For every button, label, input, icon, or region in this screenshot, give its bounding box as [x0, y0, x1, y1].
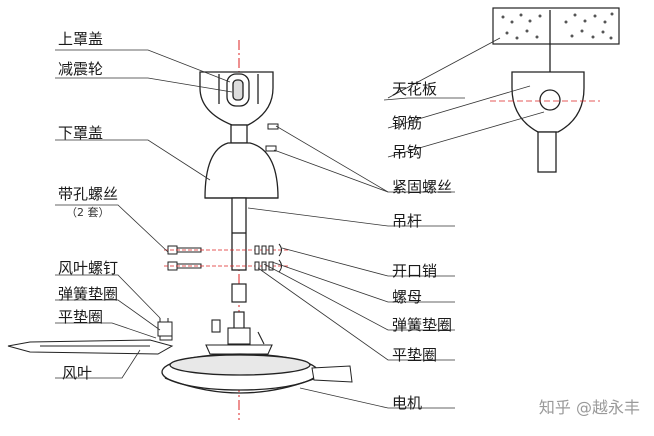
label-blade: 风叶 — [62, 364, 93, 382]
rod-fasteners — [254, 243, 282, 273]
label-ceiling: 天花板 — [392, 80, 438, 98]
label-shock-wheel: 减震轮 — [58, 60, 104, 78]
label-motor: 电机 — [392, 394, 423, 412]
label-cotter-pin: 开口销 — [392, 262, 438, 280]
label-nut: 螺母 — [392, 288, 423, 306]
label-hook: 吊钩 — [392, 143, 423, 161]
watermark: 知乎 @越永丰 — [538, 398, 640, 417]
label-flat-washer-right: 平垫圈 — [392, 346, 438, 364]
motor — [161, 353, 319, 394]
label-rebar: 钢筋 — [392, 114, 423, 132]
label-spring-washer-right: 弹簧垫圈 — [392, 316, 453, 334]
label-lower-canopy: 下罩盖 — [58, 124, 104, 142]
label-down-rod: 吊杆 — [392, 212, 423, 230]
lower-canopy — [204, 142, 279, 199]
label-hole-bolt-qty: （2 套） — [66, 206, 110, 219]
label-hole-bolt: 带孔螺丝 — [58, 185, 119, 203]
hook-canopy — [511, 71, 585, 173]
set-screws — [265, 123, 279, 152]
blade-left — [7, 318, 174, 355]
motor-hub — [205, 319, 273, 355]
ceiling-slab — [492, 7, 620, 45]
label-blade-screw: 风叶螺钉 — [58, 259, 119, 277]
label-spring-washer-left: 弹簧垫圈 — [58, 285, 119, 303]
label-set-screw: 紧固螺丝 — [392, 178, 453, 196]
upper-canopy — [199, 71, 274, 144]
label-flat-washer-left: 平垫圈 — [58, 308, 104, 326]
label-upper-canopy: 上罩盖 — [58, 30, 104, 48]
blade-right — [311, 365, 353, 383]
leader-lines — [55, 37, 545, 409]
down-rod — [231, 197, 247, 271]
